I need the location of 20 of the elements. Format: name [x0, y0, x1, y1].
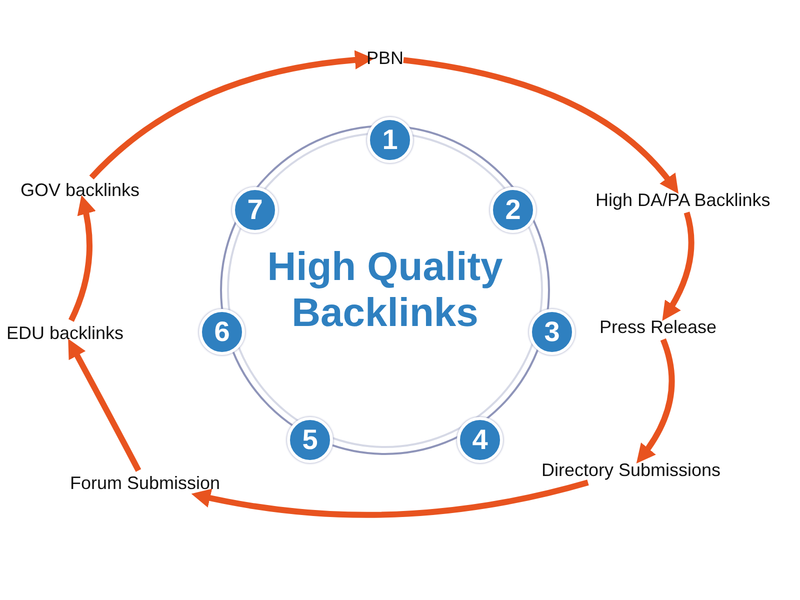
curved-arrow: [191, 480, 589, 518]
step-number-circle: 4: [457, 417, 503, 463]
curved-arrow: [89, 50, 374, 180]
step-label: EDU backlinks: [6, 320, 124, 346]
curved-arrow: [662, 212, 694, 321]
curved-arrow: [403, 57, 679, 194]
step-label: GOV backlinks: [20, 178, 140, 202]
step-number-circle: 1: [367, 117, 413, 163]
step-label: Forum Submission: [70, 470, 220, 496]
step-label: Press Release: [600, 314, 717, 340]
step-label: High DA/PA Backlinks: [596, 188, 770, 212]
step-number-circle: 5: [287, 417, 333, 463]
step-number-circle: 3: [529, 309, 575, 355]
curved-arrow: [68, 195, 96, 322]
step-label: Directory Submissions: [542, 458, 721, 482]
step-label: PBN: [366, 46, 404, 70]
curved-arrow: [68, 338, 142, 472]
center-title: High Quality Backlinks: [266, 244, 504, 336]
curved-arrow: [636, 338, 675, 464]
step-number-circle: 6: [199, 309, 245, 355]
